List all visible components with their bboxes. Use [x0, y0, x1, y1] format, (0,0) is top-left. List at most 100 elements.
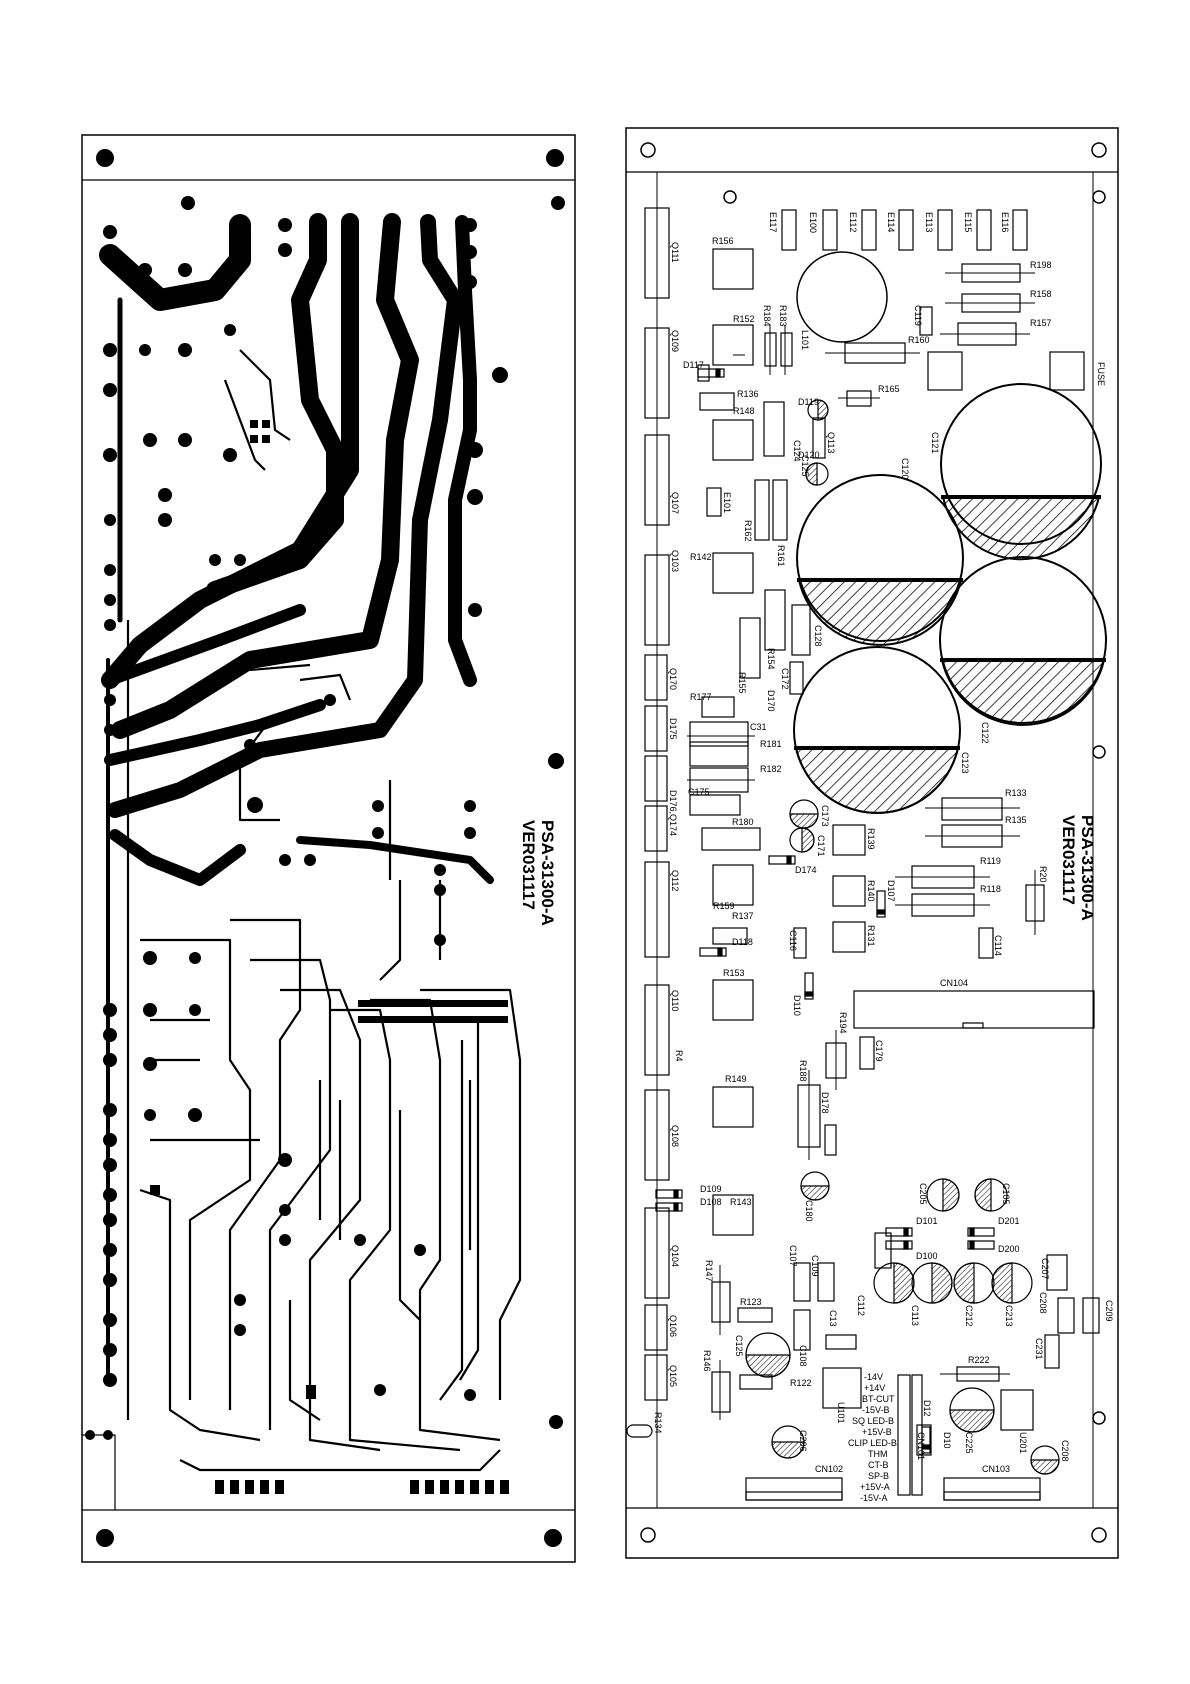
label-c212: C212: [964, 1305, 974, 1327]
label-r183: R183: [778, 305, 788, 327]
label-c13: C13: [828, 1310, 838, 1327]
label-d12: D12: [922, 1400, 932, 1417]
label-e114: E114: [886, 212, 896, 232]
label-cn103: CN103: [982, 1464, 1010, 1474]
label-q110: Q110: [670, 990, 680, 1011]
label-c171: C171: [816, 835, 826, 857]
label-r148: R148: [733, 406, 755, 416]
label-e116: E116: [1000, 212, 1010, 232]
label-q109: Q109: [670, 330, 680, 352]
label-r161: R161: [776, 545, 786, 567]
label-r131: R131: [866, 925, 876, 947]
label-c109: C109: [810, 1255, 820, 1277]
label-r149: R149: [725, 1074, 747, 1084]
label-c116: C116: [788, 930, 798, 951]
label-r177: R177: [690, 692, 712, 702]
label-c108: C108: [798, 1345, 808, 1367]
label-c180: C180: [804, 1200, 814, 1222]
label-r136: R136: [737, 389, 759, 399]
label-r143: R143: [730, 1197, 752, 1207]
pin-label: CLIP LED-B: [848, 1438, 897, 1448]
label-cn102: CN102: [815, 1464, 843, 1474]
pin-label: SQ LED-B: [852, 1416, 894, 1426]
mounting-holes: [85, 149, 565, 1547]
signal-traces: [126, 349, 522, 1472]
label-d201: D201: [998, 1216, 1020, 1226]
label-d175: D175: [668, 718, 678, 740]
label-fuse: FUSE: [1096, 362, 1106, 386]
component-panel: Q111 Q109 Q107 Q103 Q170 D175 D176,Q174 …: [625, 127, 1119, 1559]
silkscreen-labels: Q111 Q109 Q107 Q103 Q170 D175 D176,Q174 …: [653, 212, 1114, 1474]
label-d170: D170: [766, 690, 776, 712]
label-c125: C125: [800, 455, 810, 477]
label-c112: C112: [856, 1295, 866, 1316]
label-q108: Q108: [670, 1125, 680, 1147]
label-c124: C124: [792, 440, 802, 462]
label-c175: C175: [688, 787, 710, 797]
label-r198: R198: [1030, 260, 1052, 270]
label-r147: R147: [704, 1260, 714, 1282]
label-q105: Q105: [668, 1365, 678, 1387]
label-d100: D100: [916, 1251, 938, 1261]
diodes: [655, 368, 995, 1454]
label-q103: Q103: [670, 550, 680, 572]
label-r157: R157: [1030, 318, 1052, 328]
label-c119: C119: [913, 305, 923, 326]
component-mounting-holes: [640, 142, 1107, 1543]
label-r184: R184: [762, 305, 772, 327]
label-q111: Q111: [670, 242, 680, 263]
label-r165: R165: [878, 384, 900, 394]
component-outlines: [689, 248, 1100, 1501]
label-c107: C107: [788, 1245, 798, 1267]
copper-model-text: PSA-31300-A: [538, 820, 557, 926]
label-r188: R188: [798, 1060, 808, 1082]
copper-version-text: VER031117: [519, 820, 538, 910]
label-r139: R139: [866, 828, 876, 850]
component-version-text: VER031117: [1059, 815, 1078, 905]
label-l101: L101: [800, 330, 810, 350]
label-d110: D110: [792, 995, 802, 1016]
label-q113: Q113: [826, 432, 836, 453]
label-r142: R142: [690, 552, 712, 562]
label-r20: R20: [1038, 866, 1048, 883]
filter-capacitors: [793, 251, 1107, 814]
label-d101: D101: [916, 1216, 938, 1226]
label-u101: U101: [836, 1402, 846, 1424]
pin-label: -15V-A: [860, 1493, 888, 1503]
pin-label: +15V-A: [860, 1482, 890, 1492]
label-c225: C225: [964, 1432, 974, 1454]
pin-label: CT-B: [868, 1460, 889, 1470]
label-r160: R160: [908, 335, 930, 345]
label-d118: D118: [732, 937, 753, 947]
label-e115: E115: [963, 212, 973, 232]
label-r162: R162: [743, 520, 753, 542]
label-r119: R119: [980, 856, 1001, 866]
label-r152: R152: [733, 314, 755, 324]
pin-label: BT-CUT: [862, 1394, 895, 1404]
label-r154: R154: [766, 648, 776, 670]
label-c231: C231: [1034, 1338, 1044, 1360]
label-q107: Q107: [670, 492, 680, 514]
label-c123: C123: [960, 752, 970, 774]
ic-pad-row: [358, 1000, 508, 1023]
label-c173: C173: [820, 805, 830, 827]
label-c213: C213: [1004, 1305, 1014, 1327]
label-c206: C206: [798, 1430, 808, 1452]
label-r123: R123: [740, 1297, 762, 1307]
label-c113: C113: [910, 1305, 920, 1326]
copper-panel: PSA-31300-A VER031117: [81, 134, 576, 1563]
label-c208: C208: [1038, 1292, 1048, 1314]
label-cn101: CN101: [916, 1432, 926, 1460]
pin-label: THM: [868, 1449, 888, 1459]
component-leads: [687, 272, 1036, 1420]
label-q112: Q112: [670, 870, 680, 891]
label-c114: C114: [993, 935, 1003, 956]
label-d174: D174: [795, 865, 817, 875]
label-c172: C172: [780, 668, 790, 690]
label-d178: D178: [820, 1092, 830, 1114]
label-r158: R158: [1030, 289, 1052, 299]
label-r155: R155: [737, 672, 747, 694]
pin-label: +14V: [864, 1383, 885, 1393]
label-e112: E112: [848, 212, 858, 232]
